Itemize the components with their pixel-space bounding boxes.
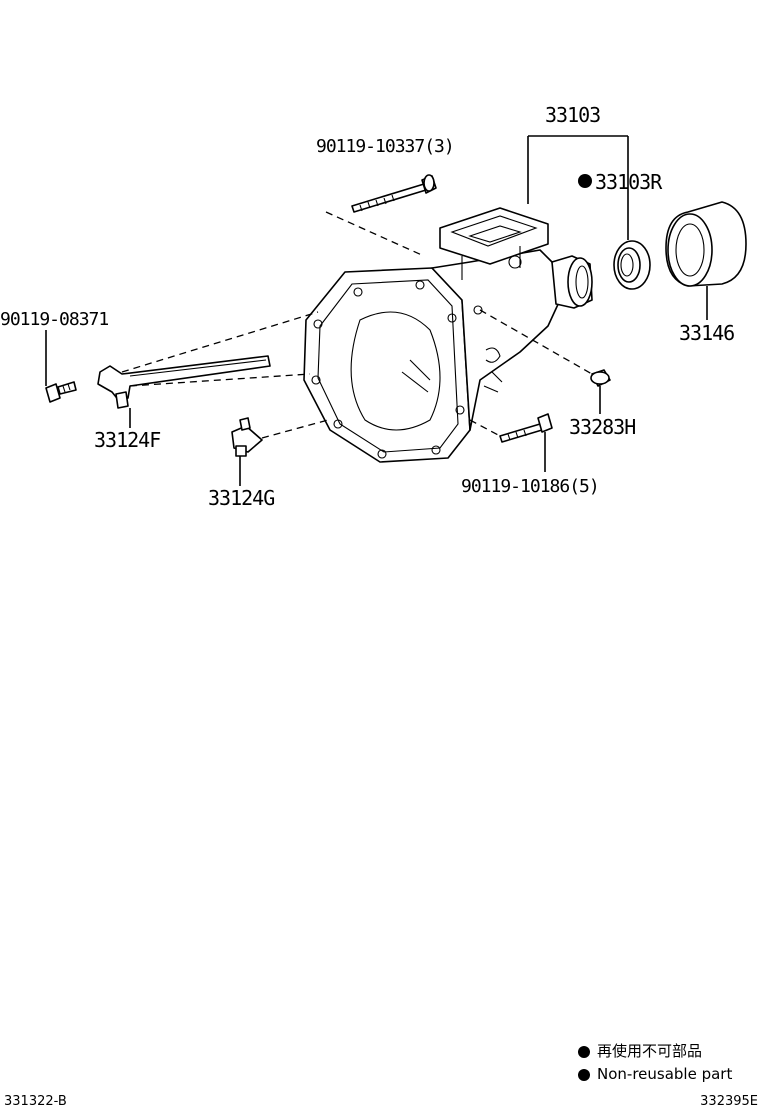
legend: 再使用不可部品 Non-reusable part xyxy=(578,1040,732,1086)
legend-row-en: Non-reusable part xyxy=(578,1063,732,1086)
label-90119-10337: 90119-10337(3) xyxy=(316,136,454,157)
footer-left-code: 331322-B xyxy=(4,1094,67,1109)
oil-seal-33103R xyxy=(613,240,651,290)
label-33283H: 33283H xyxy=(569,415,635,439)
leader-33103 xyxy=(527,135,629,240)
bullet-dot-icon xyxy=(578,1068,590,1081)
legend-row-jp: 再使用不可部品 xyxy=(578,1040,732,1063)
label-33146: 33146 xyxy=(679,321,734,345)
plug-33283H xyxy=(590,369,611,387)
footer-right-code: 332395E xyxy=(700,1094,758,1109)
assembly-line-lower-bolt xyxy=(469,419,501,437)
label-33103R: 33103R xyxy=(595,170,663,194)
assembly-line-plug xyxy=(479,309,593,375)
label-33124G: 33124G xyxy=(208,486,274,510)
bullet-dot-icon xyxy=(578,1045,590,1058)
bolt-90119-10186 xyxy=(499,413,553,443)
assembly-line-bracket-lower xyxy=(129,373,311,387)
bolt-90119-08371 xyxy=(45,381,77,403)
legend-text-jp: 再使用不可部品 xyxy=(597,1042,703,1060)
non-reusable-dot-icon xyxy=(578,174,592,188)
assembly-line-bracket-upper xyxy=(121,311,319,373)
label-33124F: 33124F xyxy=(94,428,160,452)
assembly-line-clip xyxy=(261,419,329,439)
extension-housing xyxy=(303,207,593,463)
label-90119-08371: 90119-08371 xyxy=(0,309,108,330)
clip-33124G xyxy=(231,417,263,457)
bolt-90119-10337 xyxy=(351,174,437,213)
legend-text-en: Non-reusable part xyxy=(597,1065,733,1083)
label-90119-10186: 90119-10186(5) xyxy=(461,476,599,497)
dust-cover-33146 xyxy=(665,201,747,287)
assembly-line-upper-bolt xyxy=(325,211,425,257)
label-33103: 33103 xyxy=(545,103,600,127)
